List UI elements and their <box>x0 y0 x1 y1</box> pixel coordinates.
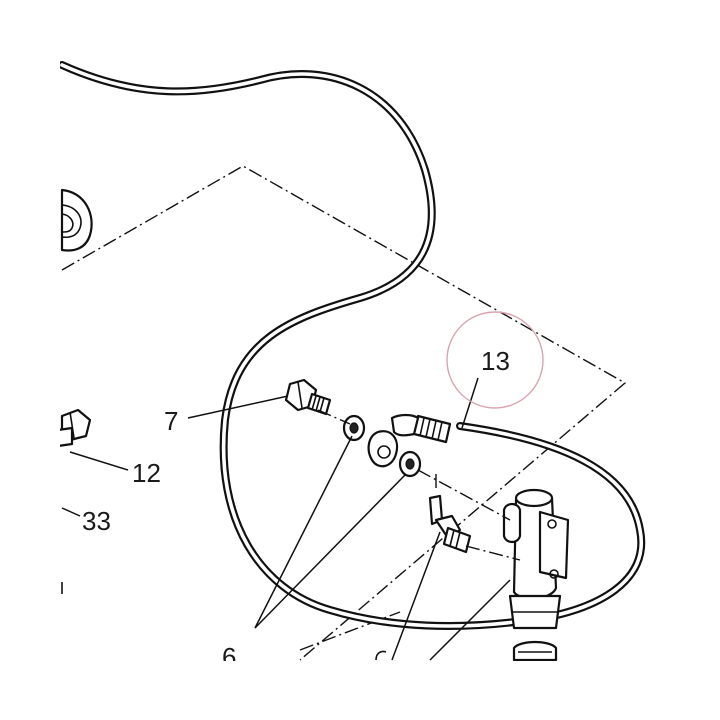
crop-mask-left <box>0 0 60 720</box>
fitting-12 <box>56 408 92 448</box>
washer-6b <box>398 450 422 478</box>
banjo-bolt-7 <box>284 378 332 416</box>
highlight-circle <box>446 311 544 409</box>
bleed-fitting <box>428 494 472 554</box>
label-item-33: 33 <box>82 506 111 536</box>
label-item-13: 13 <box>481 346 510 376</box>
centre-lines <box>317 409 521 561</box>
hose-end-fitting <box>367 413 452 468</box>
master-cylinder <box>502 488 570 662</box>
washer-6a <box>342 414 366 442</box>
hose-13 <box>58 61 646 630</box>
crop-mask-bottom <box>0 661 720 720</box>
leaders <box>61 377 511 661</box>
assembly-outline <box>61 165 627 661</box>
label-item-12: 12 <box>132 458 161 488</box>
label-item-7: 7 <box>164 406 178 436</box>
bottom-edge-fragments <box>61 582 387 661</box>
left-edge-part <box>60 188 93 252</box>
